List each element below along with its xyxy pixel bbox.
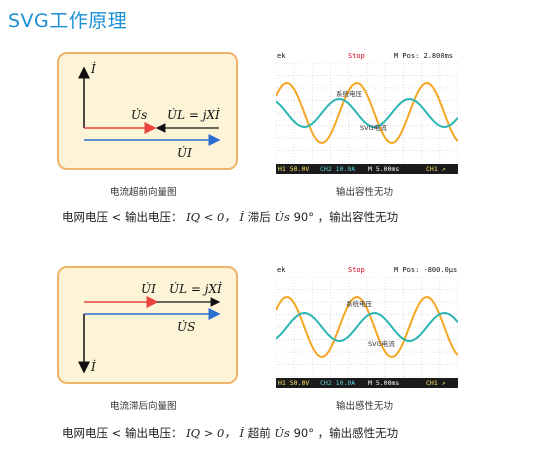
label-ui: U̇I <box>141 282 156 296</box>
oscilloscope-capacitive: ek Stop M Pos: 2.800ms 系统电压 SVG电流 H1 50.… <box>276 52 458 174</box>
vector-diagram-leading: İ U̇s U̇L = jXİ U̇I <box>57 52 238 170</box>
vector-diagram-leading-svg <box>78 66 221 146</box>
scope-mpos: M Pos: 2.800ms <box>394 52 454 60</box>
label-i: İ <box>91 62 96 76</box>
current-wave <box>276 312 458 342</box>
scope-trigger: CH1 ↗ <box>426 165 446 173</box>
scope-brand: ek <box>277 52 286 60</box>
scope-brand: ek <box>277 266 286 274</box>
label-ui: U̇I <box>177 146 192 160</box>
voltage-wave <box>276 296 458 359</box>
condition-line-capacitive: 电网电压 < 输出电压： IQ < 0， İ 滞后 U̇s 90° ，输出容性无… <box>62 210 399 224</box>
condition-line-inductive: 电网电压 < 输出电压： IQ > 0， İ 超前 U̇s 90° ，输出感性无… <box>62 426 399 440</box>
wave-label-voltage: 系统电压 <box>336 90 362 98</box>
scope-stop: Stop <box>348 266 365 274</box>
wave-label-voltage: 系统电压 <box>346 300 372 308</box>
label-us: U̇S <box>177 320 196 334</box>
scope-trigger: CH1 ↗ <box>426 379 446 387</box>
label-us: U̇s <box>131 108 148 122</box>
scope-caption-capacitive: 输出容性无功 <box>336 187 394 198</box>
scope-ch1: H1 50.0V <box>278 165 310 173</box>
diagram-caption-leading: 电流超前向量图 <box>110 187 177 198</box>
scope-stop: Stop <box>348 52 365 60</box>
scope-mpos: M Pos: -800.0μs <box>394 266 458 274</box>
oscilloscope-inductive: ek Stop M Pos: -800.0μs 系统电压 SVG电流 H1 50… <box>276 266 458 388</box>
vector-diagram-lagging: U̇I U̇L = jXİ U̇S İ <box>57 266 238 384</box>
current-wave <box>276 98 458 128</box>
scope-timebase: M 5.00ms <box>368 379 400 387</box>
label-i: İ <box>91 360 96 374</box>
scope-plot-inductive <box>276 277 458 377</box>
scope-plot-capacitive <box>276 63 458 163</box>
voltage-wave <box>276 82 458 145</box>
wave-label-current: SVG电流 <box>368 340 395 348</box>
label-ul: U̇L = jXİ <box>167 108 220 122</box>
page-title: SVG工作原理 <box>8 10 128 32</box>
scope-ch2: CH2 10.0A <box>320 379 356 387</box>
scope-caption-inductive: 输出感性无功 <box>336 401 394 412</box>
vector-diagram-lagging-svg <box>78 296 221 374</box>
wave-label-current: SVG电流 <box>360 124 387 132</box>
scope-ch1: H1 50.0V <box>278 379 310 387</box>
label-ul: U̇L = jXİ <box>169 282 222 296</box>
scope-timebase: M 5.00ms <box>368 165 400 173</box>
diagram-caption-lagging: 电流滞后向量图 <box>110 401 177 412</box>
scope-ch2: CH2 10.0A <box>320 165 356 173</box>
